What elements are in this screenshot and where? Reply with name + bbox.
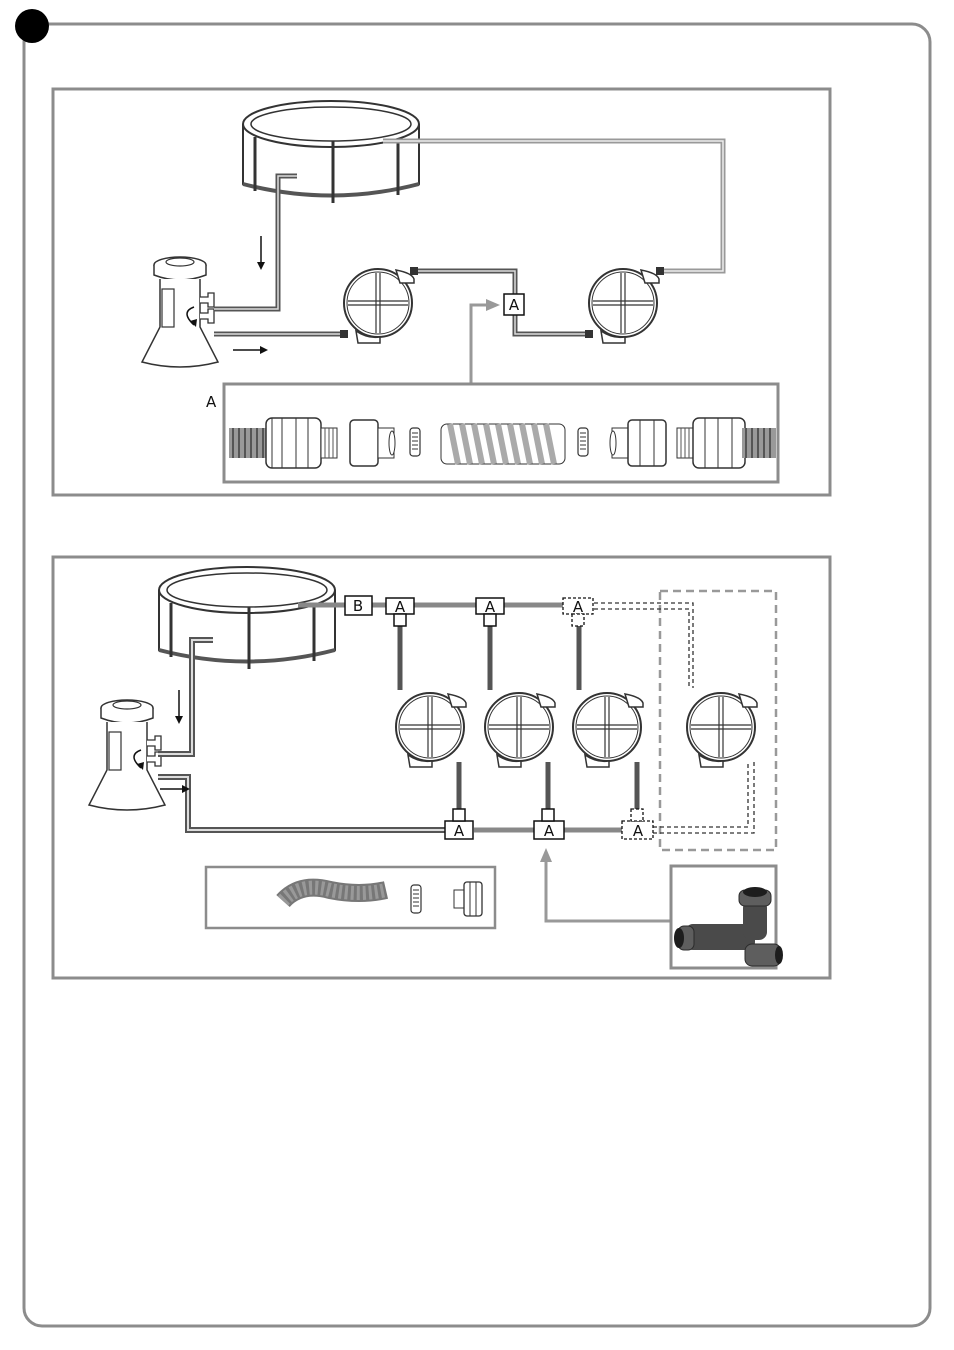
fitting xyxy=(410,267,418,275)
hose-heater1-to-a xyxy=(416,271,515,295)
detail-pointer xyxy=(546,860,671,921)
hose-a-to-heater2 xyxy=(515,315,590,334)
hose-pump-to-manifold-core xyxy=(158,777,446,830)
heater-icon xyxy=(589,269,659,343)
hose-icon xyxy=(742,428,776,458)
hose-optional-bottom xyxy=(653,762,754,833)
connector-a-label: A xyxy=(395,598,406,616)
hose-pump-to-manifold xyxy=(158,777,446,830)
fitting xyxy=(585,330,593,338)
hose-optional-top xyxy=(594,609,689,688)
filter-pump-icon xyxy=(142,257,218,367)
hose-optional-top xyxy=(594,603,693,688)
pool-icon xyxy=(243,101,419,203)
heater-icon xyxy=(687,693,757,767)
page-frame xyxy=(24,24,930,1326)
clamp-icon xyxy=(411,885,421,913)
filter-pump-icon xyxy=(89,700,165,810)
fitting xyxy=(656,267,664,275)
fitting xyxy=(340,330,348,338)
hose-optional-bottom xyxy=(653,762,748,827)
heater-icon xyxy=(485,693,555,767)
hose-heater2-to-pool xyxy=(383,141,723,271)
arrow-icon xyxy=(540,848,552,862)
hose-pool-to-pump xyxy=(214,176,297,309)
heater-icon xyxy=(573,693,643,767)
connector-a-label: A xyxy=(544,822,555,840)
hose-a-to-heater2-core xyxy=(515,315,590,334)
pool-icon xyxy=(159,567,335,669)
hose-heater2-to-pool-core xyxy=(383,141,723,271)
connector-a-label: A xyxy=(454,822,465,840)
hose-heater1-to-a-core xyxy=(416,271,515,295)
hose-pool-to-pump-core xyxy=(214,176,297,309)
connector-a-label: A xyxy=(633,822,644,840)
hose-icon xyxy=(441,424,565,464)
arrow-icon xyxy=(233,346,268,354)
hose-icon xyxy=(229,428,269,458)
connector-b-label: B xyxy=(353,597,363,615)
heater-icon xyxy=(396,693,466,767)
step-badge xyxy=(15,9,49,43)
heater-icon xyxy=(344,269,414,343)
detail-pointer xyxy=(471,305,488,384)
arrow-icon xyxy=(486,299,500,311)
arrow-icon xyxy=(257,236,265,270)
hose-icon xyxy=(283,888,386,901)
clamp-icon xyxy=(410,428,420,456)
detail-a-label: A xyxy=(206,393,217,411)
connector-a-label: A xyxy=(509,296,520,314)
clamp-icon xyxy=(578,428,588,456)
arrow-icon xyxy=(175,690,183,724)
connector-a-label: A xyxy=(485,598,496,616)
connector-a-label: A xyxy=(573,598,584,616)
